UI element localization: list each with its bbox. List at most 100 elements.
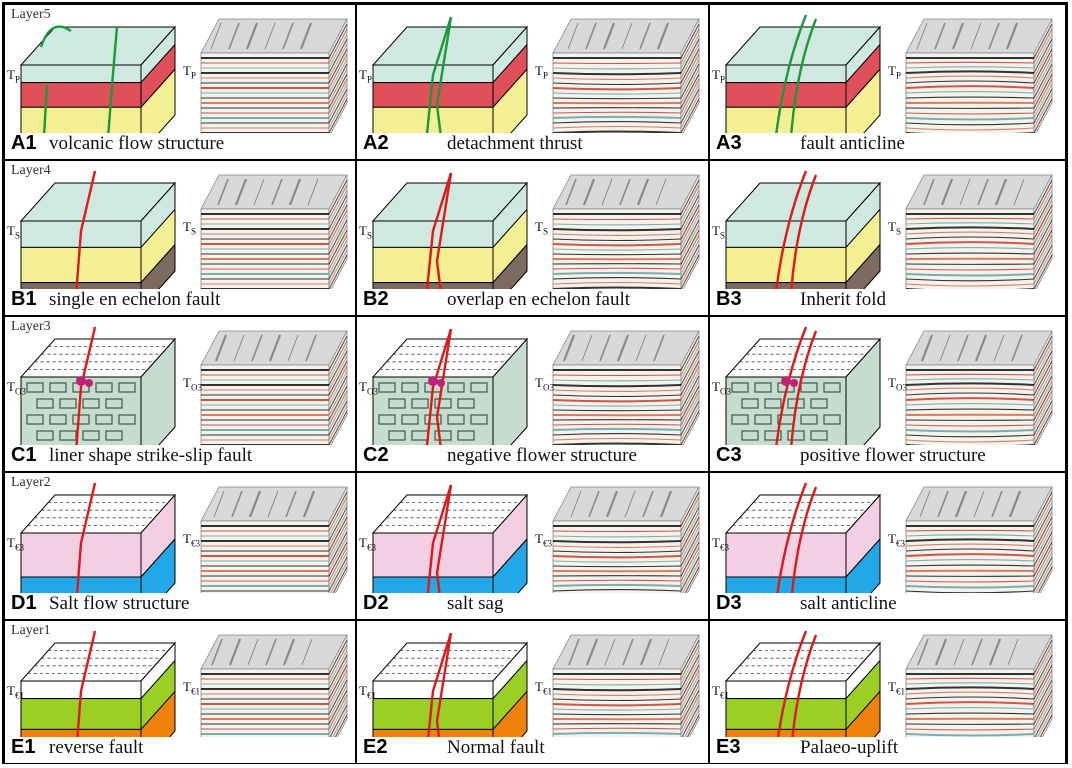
panel-graphic xyxy=(724,14,1053,133)
cartoon-block xyxy=(19,482,177,593)
seismic-cube xyxy=(200,174,348,289)
horizon-label-seismic: T€3 xyxy=(535,531,552,549)
panel-graphic xyxy=(371,328,700,445)
panel-code: B1 xyxy=(11,288,37,310)
cartoon-block xyxy=(19,630,177,737)
layer-label: Layer2 xyxy=(11,475,51,490)
horizon-label-block: TS xyxy=(712,223,725,241)
panel-graphic xyxy=(19,326,348,445)
panel-graphic xyxy=(724,170,1053,289)
horizon-label-seismic: TO3 xyxy=(888,375,907,393)
horizon-label-seismic: T€3 xyxy=(888,531,905,549)
cartoon-block xyxy=(371,484,529,593)
horizon-label-seismic: TS xyxy=(888,219,901,237)
seismic-cube xyxy=(905,330,1053,445)
horizon-label-block: T€3 xyxy=(359,535,376,553)
cartoon-block xyxy=(19,25,177,133)
horizon-label-block: TS xyxy=(359,223,372,241)
horizon-label-block: T€1 xyxy=(712,683,729,701)
panel-code: C2 xyxy=(363,444,389,466)
seismic-cube xyxy=(552,330,700,445)
panel-code: A3 xyxy=(716,132,742,154)
panel-caption: overlap en echelon fault xyxy=(447,289,631,310)
horizon-label-block: T€3 xyxy=(712,535,729,553)
seismic-cube xyxy=(552,634,700,737)
layer-label: Layer3 xyxy=(11,319,51,334)
seismic-cube xyxy=(905,486,1053,593)
horizon-label-block: T€1 xyxy=(7,683,24,701)
layer-label: Layer4 xyxy=(11,163,51,178)
layer-label: Layer5 xyxy=(11,7,51,22)
panel-caption: Palaeo-uplift xyxy=(800,737,899,758)
horizon-label-seismic: TO3 xyxy=(183,375,202,393)
horizon-label-seismic: T€1 xyxy=(535,679,552,697)
panel-graphic xyxy=(724,326,1053,445)
horizon-label-block: T€1 xyxy=(359,683,376,701)
seismic-cube xyxy=(200,634,348,737)
panel-graphic xyxy=(371,172,700,289)
seismic-cube xyxy=(200,330,348,445)
panel-code: D2 xyxy=(363,592,389,614)
cartoon-block xyxy=(724,14,882,133)
panel-code: E3 xyxy=(716,736,741,758)
cartoon-block xyxy=(371,328,529,445)
panel-code: A1 xyxy=(11,132,37,154)
panel-caption: positive flower structure xyxy=(800,445,986,466)
horizon-label-seismic: TP xyxy=(535,63,548,81)
horizon-label-block: TP xyxy=(359,67,372,85)
panel-caption: Salt flow structure xyxy=(49,593,190,614)
panel-b3: TS TS B3 Inherit fold xyxy=(709,160,1066,316)
horizon-label-seismic: T€1 xyxy=(183,679,200,697)
horizon-label-seismic: TS xyxy=(183,219,196,237)
horizon-label-block: TP xyxy=(7,67,20,85)
panel-caption: single en echelon fault xyxy=(49,289,221,310)
panel-caption: salt anticline xyxy=(800,593,897,614)
panel-caption: negative flower structure xyxy=(447,445,637,466)
panel-graphic xyxy=(371,484,700,593)
panel-graphic xyxy=(371,16,700,133)
seismic-cube xyxy=(552,18,700,133)
panel-graphic xyxy=(724,630,1053,737)
panel-caption: Inherit fold xyxy=(800,289,887,310)
seismic-cube xyxy=(905,634,1053,737)
horizon-label-block: TO3 xyxy=(7,379,26,397)
panel-graphic xyxy=(19,482,348,593)
panel-graphic xyxy=(19,18,348,133)
panel-graphic xyxy=(724,482,1053,593)
panel-caption: Normal fault xyxy=(447,737,545,758)
seismic-cube xyxy=(552,174,700,289)
panel-code: D3 xyxy=(716,592,742,614)
seismic-cube xyxy=(200,18,348,133)
panel-caption: reverse fault xyxy=(49,737,144,758)
horizon-label-block: TP xyxy=(712,67,725,85)
cartoon-block xyxy=(371,632,529,737)
seismic-cube xyxy=(552,486,700,593)
panel-code: B3 xyxy=(716,288,742,310)
panel-code: E1 xyxy=(11,736,36,758)
layer-label: Layer1 xyxy=(11,623,51,638)
panel-code: C1 xyxy=(11,444,37,466)
cartoon-block xyxy=(724,482,882,593)
panel-code: A2 xyxy=(363,132,389,154)
panel-code: E2 xyxy=(363,736,388,758)
panel-caption: detachment thrust xyxy=(447,133,583,154)
panel-a2: TP TP A2 detachment thrust xyxy=(356,4,709,160)
cartoon-block xyxy=(19,170,177,289)
panel-graphic xyxy=(19,630,348,737)
seismic-cube xyxy=(905,174,1053,289)
panel-caption: fault anticline xyxy=(800,133,905,154)
panel-caption: salt sag xyxy=(447,593,504,614)
horizon-label-seismic: TS xyxy=(535,219,548,237)
